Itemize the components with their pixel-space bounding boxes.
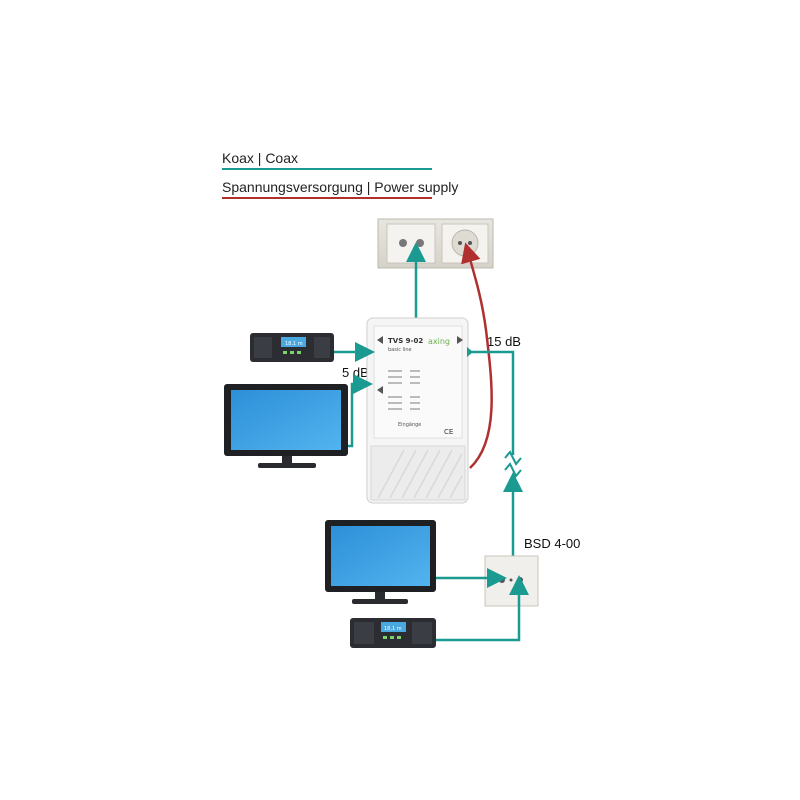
ce-mark: CE <box>444 428 453 436</box>
receiver-icon <box>250 333 334 362</box>
power-outlet-icon <box>441 223 489 264</box>
cable-break-top <box>504 450 522 466</box>
receiver-icon <box>350 618 436 648</box>
coax-cable-tv-left <box>348 374 373 448</box>
receiver-display-top: 18,1 m <box>285 341 303 347</box>
cable-break-bottom <box>504 462 522 478</box>
amplifier-subtitle: basic line <box>388 347 412 353</box>
tv-icon <box>325 520 436 604</box>
amplifier-model: TVS 9-02 <box>388 337 423 345</box>
amplifier-brand: axing <box>428 337 450 346</box>
legend-coax-line <box>222 168 432 170</box>
legend-coax-label: Koax | Coax <box>222 150 299 166</box>
attenuation-label-right: 15 dB <box>487 334 521 349</box>
tv-icon <box>224 384 348 468</box>
socket-label: BSD 4-00 <box>524 536 581 551</box>
legend-power-line <box>222 197 432 199</box>
amplifier-input-label: Eingänge <box>398 422 421 428</box>
coax-cable-receiver-bottom <box>436 575 529 642</box>
wall-outlet-plate <box>377 218 494 269</box>
amplifier-icon <box>366 317 469 504</box>
legend-power-label: Spannungsversorgung | Power supply <box>222 179 459 195</box>
power-cable <box>461 242 493 469</box>
receiver-display-bottom: 18,1 m <box>384 626 402 632</box>
wall-socket-icon <box>484 555 539 607</box>
antenna-socket-icon <box>386 223 436 264</box>
coax-cable-output-top <box>470 350 515 455</box>
